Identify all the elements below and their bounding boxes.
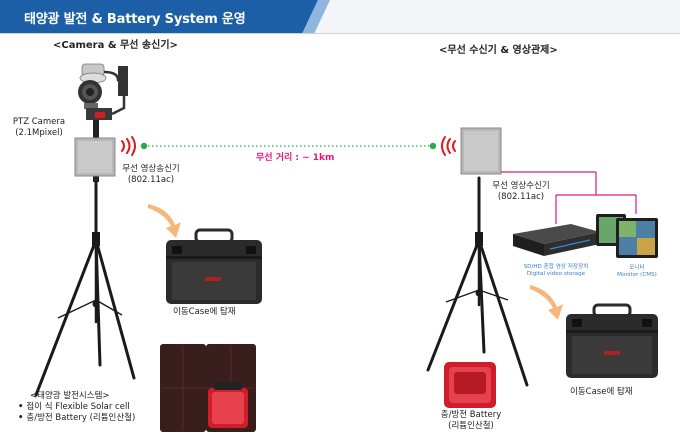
right-tripod <box>426 176 529 387</box>
battery-right-icon <box>444 362 496 408</box>
monitor-label: 모니터 Monitor (CMS) <box>617 265 657 278</box>
arrow-left-down <box>148 204 181 238</box>
right-case-icon <box>566 303 658 378</box>
transmitter-box-left <box>74 137 116 177</box>
page-title: 태양광 발전 & Battery System 운영 <box>24 12 246 27</box>
battery-left-icon <box>208 382 248 428</box>
connector-lines <box>501 171 637 224</box>
solar-item-battery: 충/방전 Battery (리튬인산철) <box>18 413 135 424</box>
signal-waves-left <box>121 136 136 156</box>
transmitter-label: 무선 영상송신기 (802.11ac) <box>122 164 180 185</box>
dvr-icon <box>513 224 600 256</box>
ptz-camera-icon <box>78 63 128 120</box>
camera-label: PTZ Camera (2.1Mpixel) <box>12 117 66 138</box>
signal-waves-right <box>441 136 456 156</box>
left-section-title: <Camera & 무선 송신기> <box>53 40 178 51</box>
right-section-title: <무선 수신기 & 영상관제> <box>439 45 558 56</box>
monitor-icon <box>596 214 658 258</box>
left-tripod <box>34 176 136 397</box>
distance-label: 무선 거리 : ~ 1km <box>256 153 335 163</box>
arrow-right-down <box>530 285 563 320</box>
right-case-label: 이동Case에 탑재 <box>570 387 633 397</box>
receiver-box-right <box>460 127 502 175</box>
dvr-label: SD/HD 혼합 영상 저장장치 Digital video storage <box>523 264 589 277</box>
left-case-icon <box>166 228 262 304</box>
left-case-label: 이동Case에 탑재 <box>173 307 236 317</box>
solar-item-cell: 접이 식 Flexible Solar cell <box>18 402 129 413</box>
receiver-label: 무선 영상수신기 (802.11ac) <box>492 181 550 202</box>
title-banner <box>0 0 680 34</box>
right-battery-label: 충/방전 Battery (리튬인산철) <box>440 410 502 431</box>
solar-system-title: <태양광 발전시스템> <box>30 391 110 401</box>
